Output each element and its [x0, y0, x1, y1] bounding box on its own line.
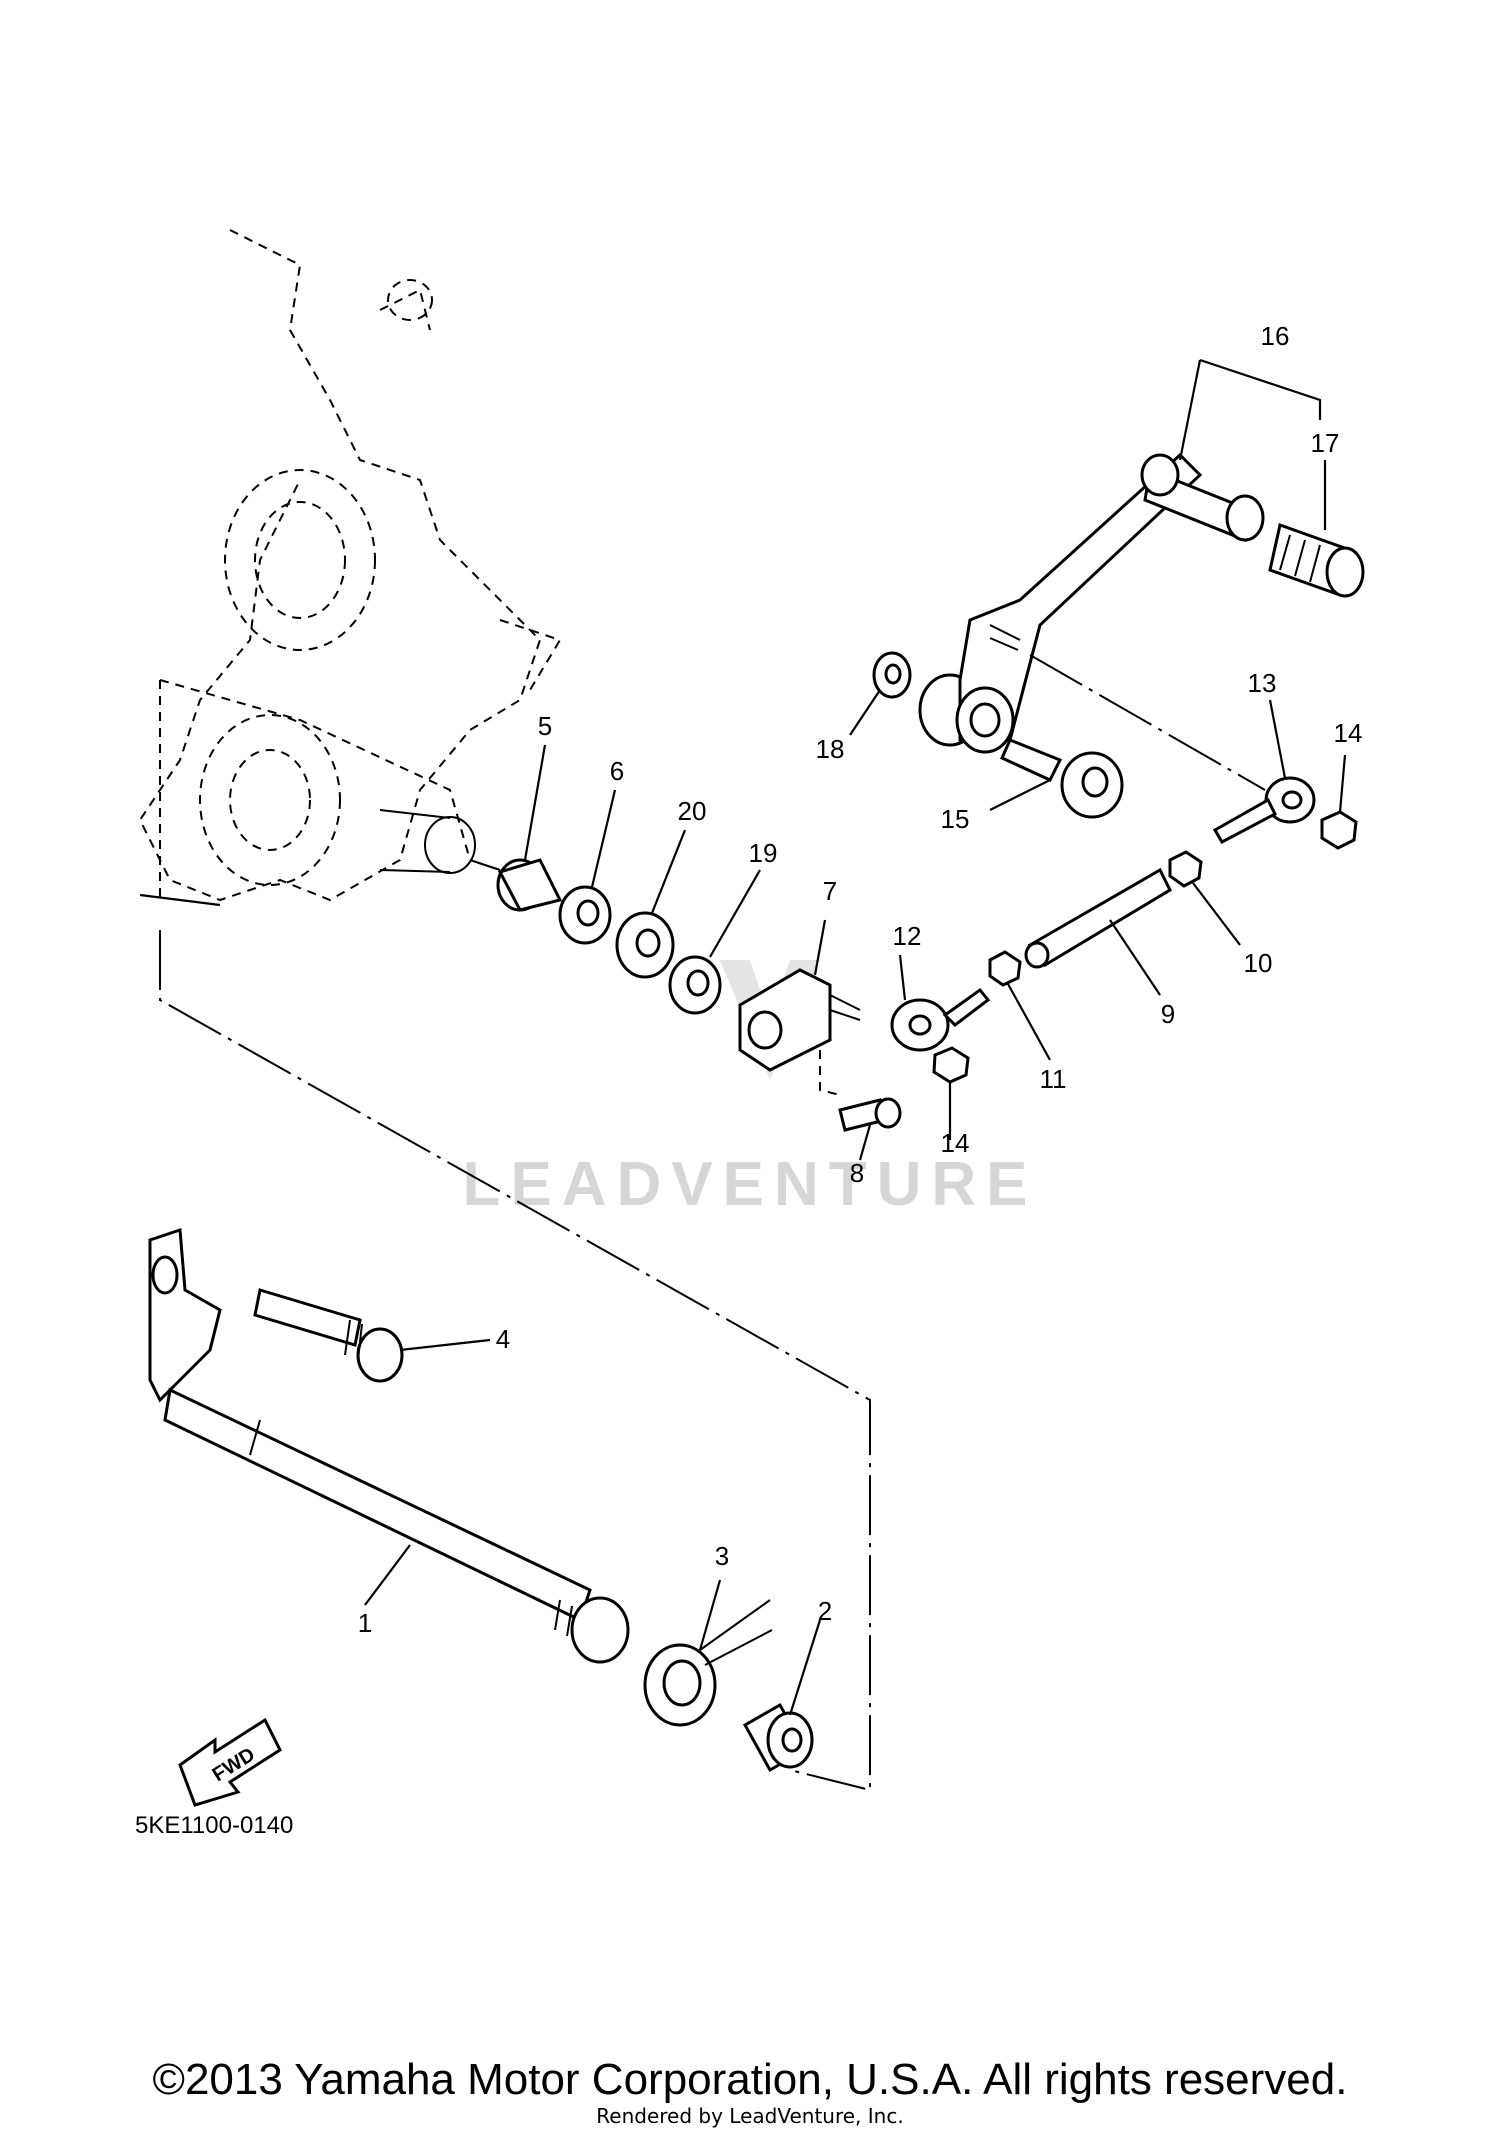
callouts: 1 2 3 4 5 6 7 8 9 10 11 12 13 14 14 15 1…	[358, 321, 1363, 1638]
callout-1: 1	[358, 1608, 372, 1638]
callout-14-left: 14	[941, 1128, 970, 1158]
callout-7: 7	[823, 876, 837, 906]
part-1-shift-shaft	[148, 1227, 630, 1664]
callout-11: 11	[1040, 1064, 1067, 1094]
callout-15: 15	[941, 804, 970, 834]
callout-12: 12	[893, 921, 922, 951]
pedal-to-rod-leader	[1029, 654, 1266, 791]
part-11-nut	[988, 950, 1022, 987]
callout-2: 2	[818, 1596, 832, 1626]
part-12-rod-end	[890, 987, 991, 1052]
part-18-washer	[872, 651, 912, 699]
part-7-shift-arm	[738, 968, 861, 1072]
part-5-collar	[469, 858, 563, 912]
callout-17: 17	[1311, 428, 1340, 458]
part-10-nut	[1168, 850, 1203, 888]
part-20-washer	[615, 911, 675, 979]
part-16-shift-pedal	[918, 452, 1265, 754]
callout-5: 5	[538, 711, 552, 741]
callout-20: 20	[678, 796, 707, 826]
part-9-shift-rod	[1024, 867, 1172, 969]
part-19-washer	[668, 955, 722, 1015]
callout-13: 13	[1248, 668, 1277, 698]
part-2-collar	[742, 1702, 814, 1773]
engine-case-outline	[138, 229, 562, 907]
part-8-bolt	[819, 1050, 902, 1132]
watermark-text: LEADVENTURE	[462, 1150, 1037, 1219]
callout-3: 3	[715, 1541, 729, 1571]
copyright-notice: ©2013 Yamaha Motor Corporation, U.S.A. A…	[152, 2055, 1348, 2104]
rendered-by-notice: Rendered by LeadVenture, Inc.	[596, 2104, 904, 2128]
callout-8: 8	[850, 1158, 864, 1188]
part-14-nut-right	[1320, 810, 1358, 850]
leader-lines	[364, 358, 1347, 1716]
part-4-stud	[253, 1288, 404, 1383]
callout-4: 4	[496, 1324, 510, 1354]
part-14-nut-left	[932, 1046, 970, 1084]
callout-10: 10	[1244, 948, 1273, 978]
part-15-pivot-bolt	[1000, 738, 1124, 819]
assembly-leader-line	[159, 930, 871, 1792]
callout-9: 9	[1161, 999, 1175, 1029]
fwd-arrow-icon: FWD	[178, 1717, 282, 1807]
part-17-pedal-rubber	[1268, 523, 1365, 598]
drawing-code: 5KE1100-0140	[135, 1812, 294, 1839]
callout-19: 19	[749, 838, 778, 868]
part-6-washer	[558, 885, 612, 945]
part-13-rod-end	[1212, 776, 1316, 844]
callout-16: 16	[1261, 321, 1290, 351]
part-3-spring	[643, 1599, 773, 1727]
callout-6: 6	[610, 756, 624, 786]
callout-14-right: 14	[1334, 718, 1363, 748]
callout-18: 18	[816, 734, 845, 764]
